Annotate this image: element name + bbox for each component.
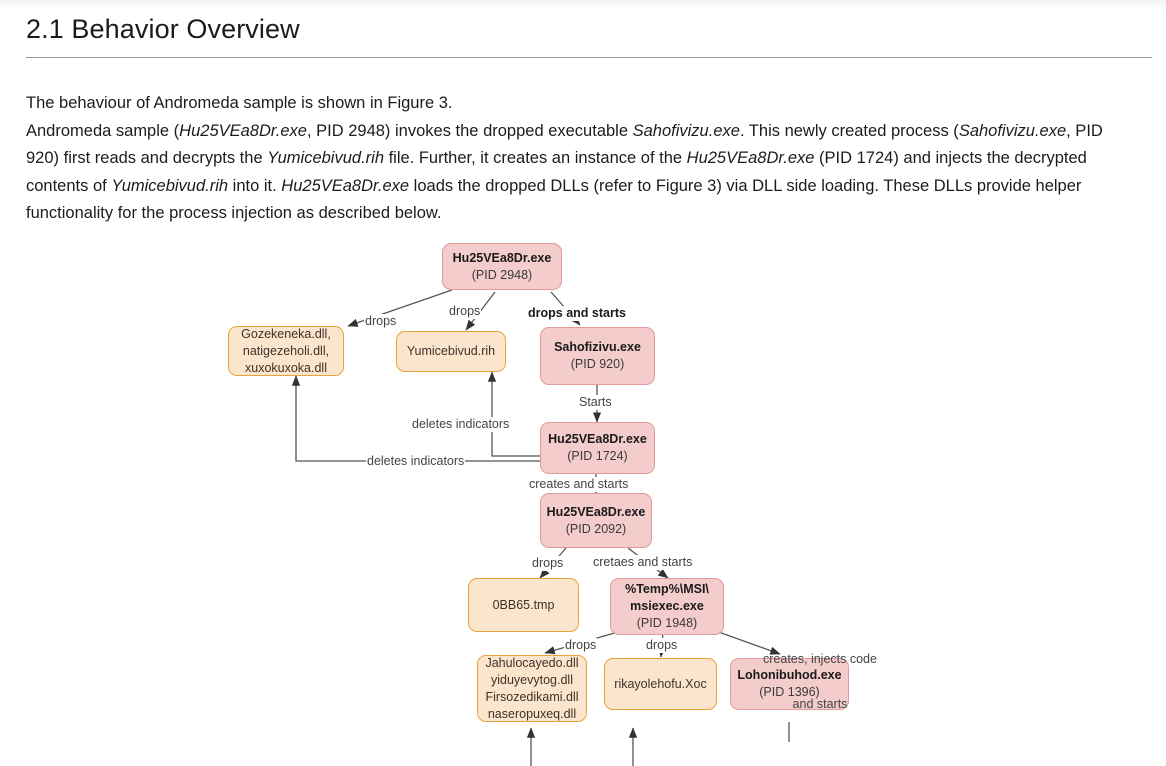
node-sahofizivu-920[interactable]: Sahofizivu.exe (PID 920) [540, 327, 655, 385]
edge-label-drops-dlls: drops [564, 638, 598, 653]
edge-label-drops-xoc: drops [645, 638, 679, 653]
node-line-2: yiduyevytog.dll [491, 672, 573, 687]
node-line-1: rikayolehofu.Xoc [614, 676, 707, 691]
node-pid: (PID 1724) [567, 449, 628, 463]
node-name: Sahofizivu.exe [554, 340, 641, 354]
node-gozekeneka-dlls[interactable]: Gozekeneka.dll, natigezeholi.dll, xuxoku… [228, 326, 344, 376]
node-name: Hu25VEa8Dr.exe [548, 432, 647, 446]
edge-label-cretaes-and-starts: cretaes and starts [592, 555, 694, 570]
edge-label-line-1: creates, injects code [763, 652, 877, 666]
edge-label-creates-process-writes-memory: creates the process, writes into its mem… [655, 735, 925, 766]
edge-label-starts: Starts [578, 395, 613, 410]
page-title: 2.1 Behavior Overview [26, 14, 300, 44]
node-line-1: 0BB65.tmp [492, 597, 555, 612]
body-paragraph: The behaviour of Andromeda sample is sho… [26, 94, 1103, 222]
node-rikayolehofu-xoc[interactable]: rikayolehofu.Xoc [604, 658, 717, 710]
node-line-1: %Temp%\MSI\ [625, 582, 709, 596]
node-name: Lohonibuhod.exe [737, 668, 842, 682]
node-msiexec-1948[interactable]: %Temp%\MSI\ msiexec.exe (PID 1948) [610, 578, 724, 635]
body-line-1: The behaviour of Andromeda sample is sho… [26, 94, 453, 112]
heading-divider [26, 57, 1152, 58]
edge-label-deletes-indicators-1: deletes indicators [411, 417, 511, 432]
process-tree-diagram: Hu25VEa8Dr.exe (PID 2948) Gozekeneka.dll… [0, 230, 1166, 766]
node-pid: (PID 2948) [471, 267, 533, 282]
node-name: Hu25VEa8Dr.exe [546, 504, 646, 519]
node-pid: (PID 920) [570, 357, 625, 371]
node-line-2: natigezeholi.dll, [242, 343, 330, 358]
node-line-3: Firsozedikami.dll [485, 689, 579, 704]
node-line-1: Yumicebivud.rih [406, 344, 496, 358]
edge-label-drops-tmp: drops [531, 556, 565, 571]
node-lohonibuhod-1396[interactable]: Lohonibuhod.exe (PID 1396) [730, 658, 849, 710]
edge-label-deletes-indicators-2: deletes indicators [366, 454, 466, 469]
node-0bb65-tmp[interactable]: 0BB65.tmp [468, 578, 579, 632]
edge-label-creates-injects-code: creates, injects code and starts [730, 622, 910, 742]
edge-label-drops-left: drops [364, 314, 398, 329]
edge-label-line-2: and starts [792, 697, 848, 711]
node-hu25vea8dr-1724[interactable]: Hu25VEa8Dr.exe (PID 1724) [540, 422, 655, 474]
node-line-3: xuxokuxoka.dll [245, 360, 327, 375]
node-yumicebivud-rih[interactable]: Yumicebivud.rih [396, 331, 506, 372]
node-pid: (PID 1948) [636, 616, 698, 630]
top-fade [0, 0, 1166, 10]
node-line-1: Jahulocayedo.dll [485, 655, 579, 670]
node-name: Hu25VEa8Dr.exe [452, 250, 552, 265]
node-hu25vea8dr-2948[interactable]: Hu25VEa8Dr.exe (PID 2948) [442, 243, 562, 290]
edge-label-creates-and-starts: creates and starts [528, 477, 630, 492]
node-pid: (PID 1396) [759, 685, 820, 699]
node-line-1: Gozekeneka.dll, [241, 326, 331, 341]
node-pid: (PID 2092) [565, 521, 627, 536]
edge-label-drops-and-starts: drops and starts [527, 306, 627, 321]
edge-label-drops-mid: drops [448, 304, 482, 319]
node-hu25vea8dr-2092[interactable]: Hu25VEa8Dr.exe (PID 2092) [540, 493, 652, 548]
node-jahulocayedo-dlls[interactable]: Jahulocayedo.dll yiduyevytog.dll Firsoze… [477, 655, 587, 722]
node-line-2: msiexec.exe [630, 599, 704, 613]
node-line-4: naseropuxeq.dll [487, 706, 577, 721]
